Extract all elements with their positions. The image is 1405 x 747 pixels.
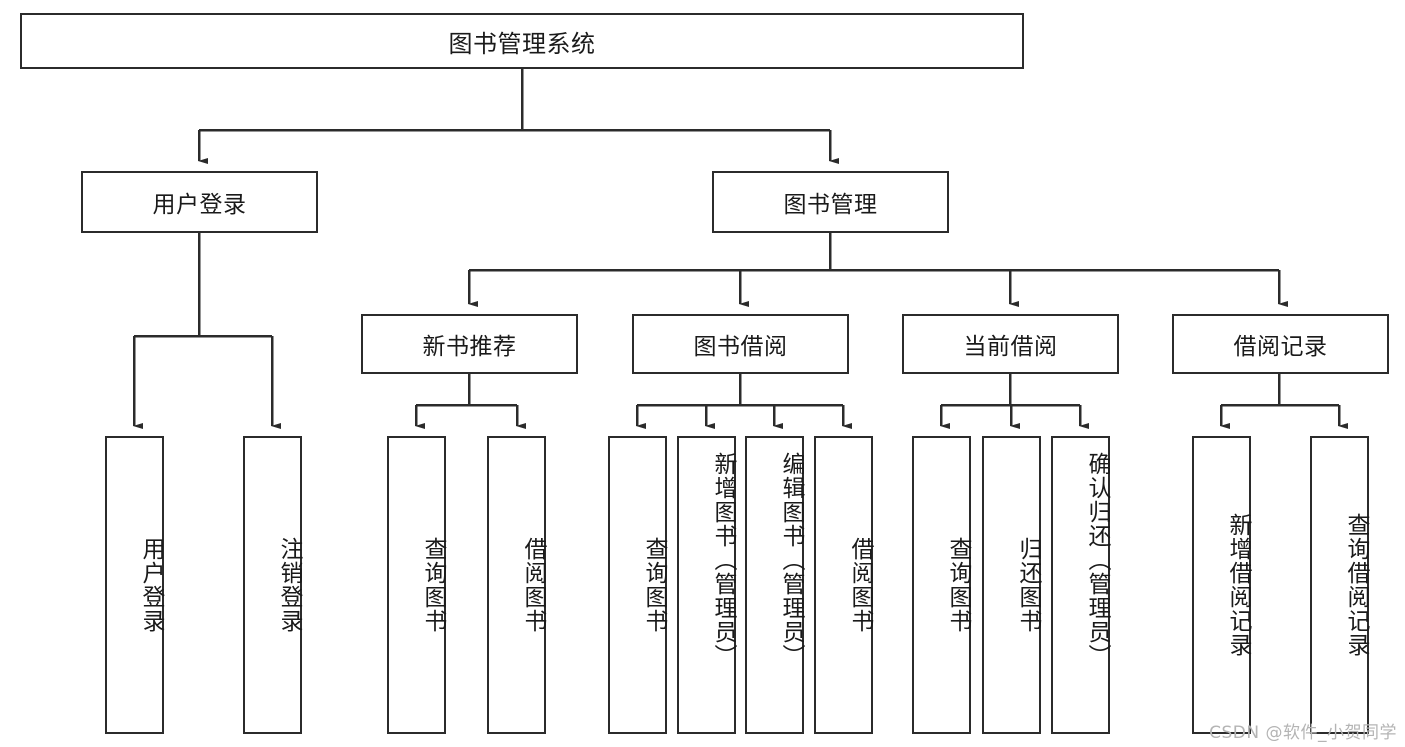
node-leaf-confirm-return[interactable]: 确认归还（管理员） <box>1051 436 1110 734</box>
node-leaf-user-login[interactable]: 用户登录 <box>105 436 164 734</box>
leaf-label: 用户登录 <box>138 537 164 633</box>
leaf-label: 确认归还（管理员） <box>1084 452 1110 668</box>
leaf-label: 借阅图书 <box>520 537 546 633</box>
leaf-label: 查询图书 <box>945 537 971 633</box>
node-leaf-borrow-book-2[interactable]: 借阅图书 <box>814 436 873 734</box>
node-leaf-add-book[interactable]: 新增图书（管理员） <box>677 436 736 734</box>
node-root-system[interactable]: 图书管理系统 <box>20 13 1024 69</box>
node-borrow-record[interactable]: 借阅记录 <box>1172 314 1389 374</box>
node-book-manage[interactable]: 图书管理 <box>712 171 949 233</box>
node-leaf-query-book-2[interactable]: 查询图书 <box>608 436 667 734</box>
node-new-book-recommend[interactable]: 新书推荐 <box>361 314 578 374</box>
node-leaf-query-book-3[interactable]: 查询图书 <box>912 436 971 734</box>
leaf-label: 编辑图书（管理员） <box>778 452 804 668</box>
node-leaf-query-record[interactable]: 查询借阅记录 <box>1310 436 1369 734</box>
leaf-label: 归还图书 <box>1015 537 1041 633</box>
node-leaf-return-book[interactable]: 归还图书 <box>982 436 1041 734</box>
leaf-label: 查询借阅记录 <box>1343 513 1369 657</box>
leaf-label: 借阅图书 <box>847 537 873 633</box>
leaf-label: 新增图书（管理员） <box>710 452 736 668</box>
csdn-watermark: CSDN @软件_小贺同学 <box>1209 723 1397 743</box>
node-leaf-borrow-book-1[interactable]: 借阅图书 <box>487 436 546 734</box>
node-leaf-edit-book[interactable]: 编辑图书（管理员） <box>745 436 804 734</box>
leaf-label: 新增借阅记录 <box>1225 513 1251 657</box>
node-leaf-add-record[interactable]: 新增借阅记录 <box>1192 436 1251 734</box>
leaf-label: 查询图书 <box>641 537 667 633</box>
node-leaf-logout[interactable]: 注销登录 <box>243 436 302 734</box>
leaf-label: 注销登录 <box>276 537 302 633</box>
leaf-label: 查询图书 <box>420 537 446 633</box>
node-current-borrow[interactable]: 当前借阅 <box>902 314 1119 374</box>
node-leaf-query-book-1[interactable]: 查询图书 <box>387 436 446 734</box>
node-user-login[interactable]: 用户登录 <box>81 171 318 233</box>
node-book-borrow[interactable]: 图书借阅 <box>632 314 849 374</box>
